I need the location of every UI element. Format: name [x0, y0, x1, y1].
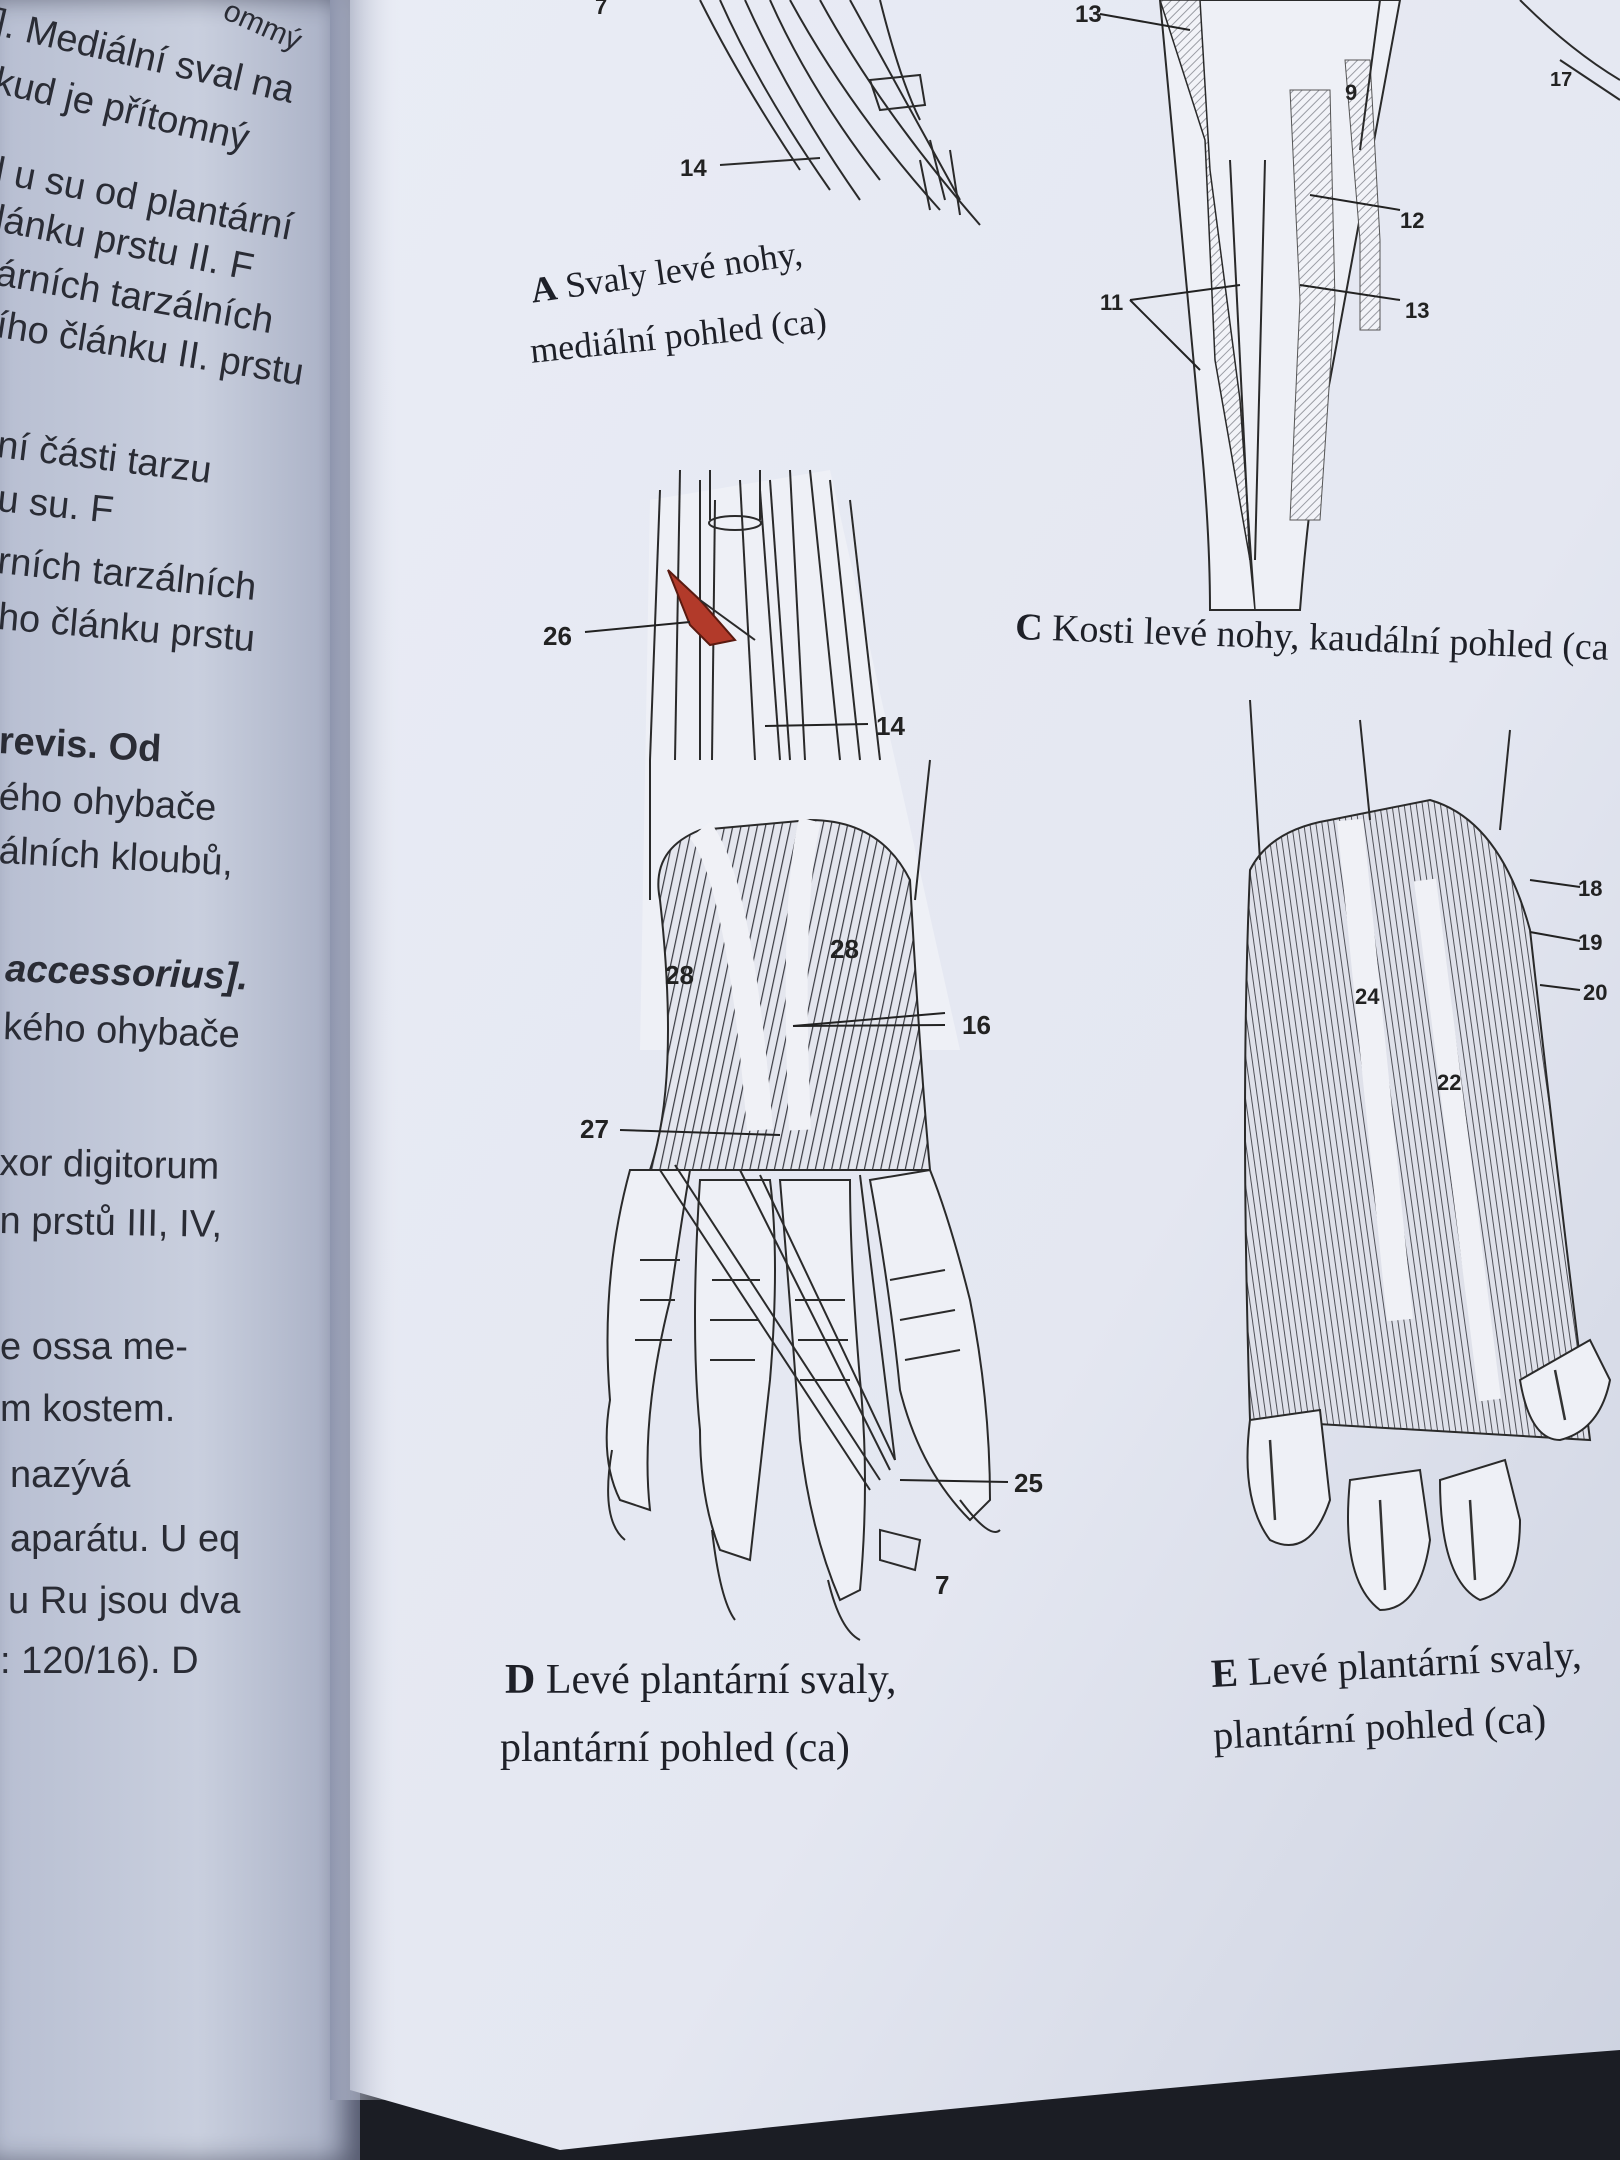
label-d7: 7: [935, 1570, 949, 1600]
label-e18: 18: [1578, 876, 1602, 901]
label-c11: 11: [1100, 290, 1123, 315]
label-d27: 27: [580, 1114, 609, 1144]
caption-e-letter: E: [1210, 1649, 1240, 1696]
label-d25: 25: [1014, 1468, 1043, 1498]
label-e20: 20: [1583, 980, 1607, 1005]
label-c13: 13: [1405, 298, 1429, 323]
figure-c-drawing: [1099, 0, 1620, 611]
label-e19: 19: [1578, 930, 1602, 955]
left-page: ommý ]. Mediální sval na kud je přítomný…: [0, 0, 360, 2160]
label-d28b: 28: [830, 934, 859, 964]
caption-d-letter: D: [505, 1657, 536, 1703]
left-line: u Ru jsou dva: [8, 1580, 241, 1622]
label-a7: 7: [595, 0, 607, 19]
figure-d-drawing: [584, 469, 1009, 1641]
caption-c-letter: C: [1014, 605, 1044, 649]
caption-a-letter: A: [528, 267, 560, 311]
figure-a-drawing: [699, 0, 981, 226]
label-c13-top: 13: [1075, 1, 1102, 28]
left-line: e ossa me-: [0, 1326, 188, 1368]
label-c9: 9: [1345, 80, 1357, 105]
caption-d-2: plantární pohled (ca): [500, 1725, 850, 1771]
label-e22: 22: [1437, 1070, 1461, 1095]
label-d26: 26: [543, 621, 572, 651]
label-d16: 16: [962, 1010, 991, 1040]
left-line: m kostem.: [0, 1388, 176, 1430]
figure-e-drawing: [1244, 699, 1612, 1612]
label-d28a: 28: [665, 960, 694, 990]
figure-labels: 7 14 13 9 17 12 11 13 26 14 28 28 16 27 …: [543, 0, 1607, 1600]
label-d14: 14: [876, 711, 905, 741]
label-c17: 17: [1550, 69, 1572, 91]
left-line: : 120/16). D: [0, 1640, 199, 1682]
label-a14: 14: [680, 155, 707, 182]
label-e24: 24: [1355, 984, 1380, 1009]
caption-d-line1: Levé plantární svaly,: [545, 1657, 897, 1703]
caption-d: D Levé plantární svaly,: [505, 1656, 897, 1704]
left-line: nazývá: [10, 1454, 131, 1496]
label-c12: 12: [1400, 208, 1424, 233]
left-line: aparátu. U eq: [10, 1518, 241, 1560]
